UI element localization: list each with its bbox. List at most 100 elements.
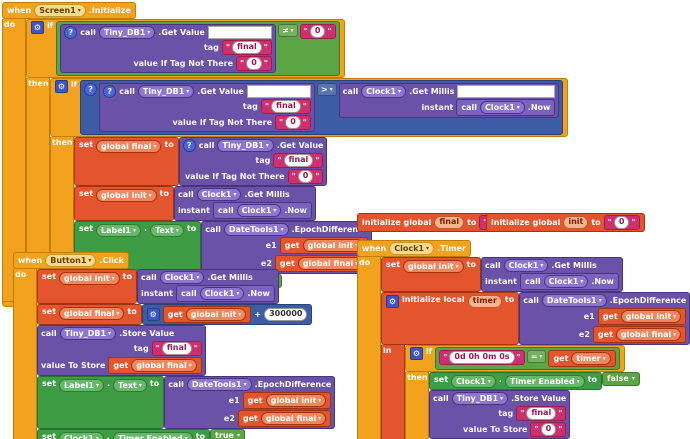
global-name-field[interactable]: final [434, 216, 465, 229]
text-property-dropdown[interactable]: Text▾ [113, 379, 147, 392]
warning-icon[interactable]: ? [182, 139, 196, 152]
clock1-dropdown[interactable]: Clock1▾ [199, 287, 245, 300]
tinydb1-dropdown[interactable]: Tiny_DB1▾ [451, 392, 509, 405]
text-value[interactable]: 0 [297, 170, 314, 183]
call-tinydb1-getvalue-block[interactable]: ? call Tiny_DB1▾ .Get Value tag "final" … [60, 24, 276, 73]
tinydb1-dropdown[interactable]: Tiny_DB1▾ [98, 26, 156, 39]
clock1-dropdown[interactable]: Clock1▾ [480, 101, 525, 114]
text-string-block[interactable]: "final" [516, 406, 567, 421]
clock1-dropdown[interactable]: Clock1▾ [389, 242, 434, 255]
text-property-dropdown[interactable]: Text▾ [150, 224, 184, 237]
global-init-dropdown[interactable]: global init▾ [620, 310, 682, 323]
not-equal-dropdown[interactable]: ≠▾ [277, 24, 298, 37]
initialize-local-header[interactable]: ⚙ initialize local timer to [381, 292, 520, 345]
greater-than-dropdown[interactable]: >▾ [316, 83, 337, 96]
datetools1-dropdown[interactable]: DateTools1▾ [541, 294, 607, 307]
label1-dropdown[interactable]: Label1▾ [59, 379, 104, 392]
global-final-dropdown[interactable]: global final▾ [59, 307, 125, 320]
text-value[interactable]: 0 [246, 57, 262, 70]
tinydb1-dropdown[interactable]: Tiny_DB1▾ [59, 327, 117, 340]
screen1-dropdown[interactable]: Screen1▾ [34, 4, 86, 17]
greater-than-block[interactable]: ? ? call Tiny_DB1▾ .Get Value [80, 80, 564, 135]
datetools1-dropdown[interactable]: DateTools1▾ [186, 378, 252, 391]
tinydb1-dropdown[interactable]: Tiny_DB1▾ [137, 85, 195, 98]
logic-false-block[interactable]: false▾ [602, 372, 640, 386]
global-final-dropdown[interactable]: global final▾ [615, 328, 682, 341]
initialize-global-init-block[interactable]: initialize global init to "0" [486, 213, 645, 232]
global-init-dropdown[interactable]: global init▾ [403, 260, 464, 273]
number-value[interactable]: 300000 [264, 308, 308, 321]
global-init-dropdown[interactable]: global init▾ [96, 189, 157, 202]
global-final-dropdown[interactable]: global final▾ [297, 257, 364, 270]
clock1-dropdown[interactable]: Clock1▾ [361, 85, 407, 98]
warning-icon[interactable]: ? [64, 26, 78, 39]
empty-socket[interactable] [246, 85, 311, 98]
gear-icon[interactable]: ⚙ [31, 21, 44, 34]
if-header[interactable]: ⚙ if ? ? call Tiny_DB1▾ [50, 78, 569, 137]
datetools1-dropdown[interactable]: DateTools1▾ [223, 223, 289, 236]
event-header-screen1[interactable]: when Screen1▾ .Initialize [2, 2, 136, 19]
empty-socket[interactable] [207, 26, 272, 39]
text-value[interactable]: final [161, 342, 192, 355]
gear-icon[interactable]: ⚙ [410, 347, 423, 360]
tinydb1-dropdown[interactable]: Tiny_DB1▾ [217, 139, 274, 152]
global-name-field[interactable]: init [563, 216, 589, 229]
button1-dropdown[interactable]: Button1▾ [45, 254, 97, 267]
event-header-clock1[interactable]: when Clock1▾ .Timer [357, 240, 471, 257]
timer-enabled-dropdown[interactable]: Timer Enabled▾ [112, 432, 193, 439]
timer-dropdown[interactable]: timer▾ [571, 352, 611, 365]
label1-dropdown[interactable]: Label1▾ [96, 224, 141, 237]
text-value[interactable]: 0 [309, 25, 326, 38]
global-init-dropdown[interactable]: global init▾ [185, 308, 247, 321]
if-header[interactable]: ⚙ if ? call Tiny_DB1▾ .Get Value tag [26, 19, 345, 78]
text-string-block[interactable]: "final" [221, 40, 272, 55]
text-string-block[interactable]: "final" [273, 153, 324, 168]
initialize-global-header[interactable]: initialize global init to "0" [486, 213, 645, 232]
text-string-block[interactable]: "final" [260, 99, 311, 114]
text-value[interactable]: final [283, 154, 314, 167]
global-final-dropdown[interactable]: global final▾ [131, 359, 197, 372]
logic-true-block[interactable]: true▾ [210, 429, 245, 439]
text-string-block[interactable]: "0" [236, 56, 272, 71]
clock1-dropdown[interactable]: Clock1▾ [59, 432, 104, 439]
text-value[interactable]: final [271, 100, 301, 113]
clock1-dropdown[interactable]: Clock1▾ [543, 275, 589, 288]
